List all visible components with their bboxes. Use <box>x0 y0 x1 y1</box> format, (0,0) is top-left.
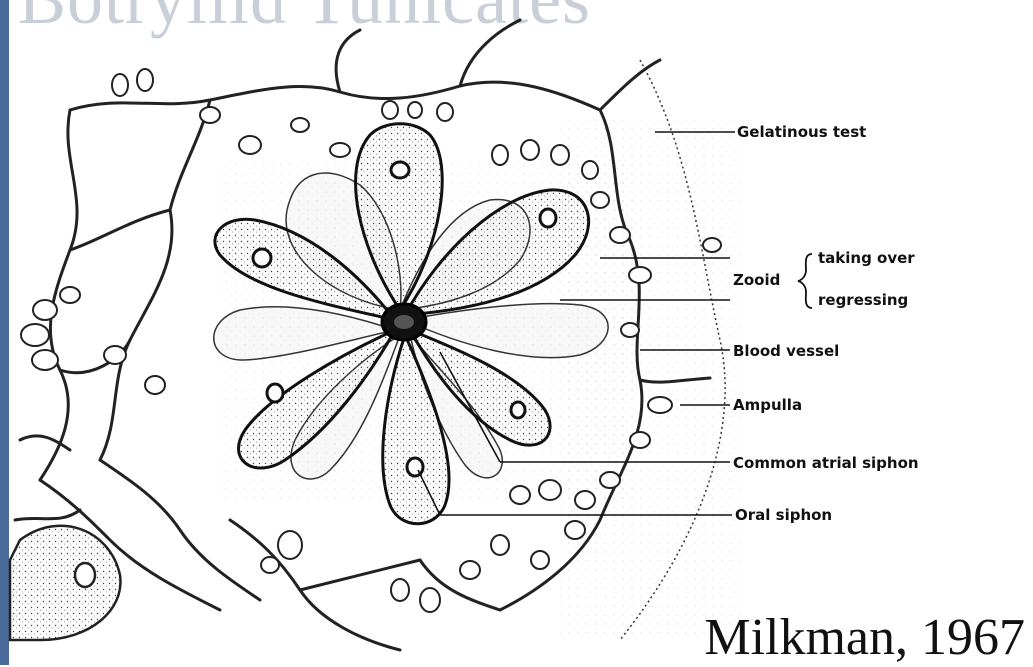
figure-credit: Milkman, 1967 <box>704 608 1025 667</box>
zooid-brace <box>798 254 812 308</box>
label-zooid-regressing: regressing <box>818 291 908 309</box>
label-ampulla: Ampulla <box>733 396 802 414</box>
label-zooid: Zooid <box>733 271 780 289</box>
label-zooid-taking-over: taking over <box>818 249 915 267</box>
label-gelatinous-test: Gelatinous test <box>737 123 866 141</box>
label-oral-siphon: Oral siphon <box>735 506 832 524</box>
label-blood-vessel: Blood vessel <box>733 342 839 360</box>
partial-zooid-lower-left <box>10 526 120 640</box>
label-common-atrial-siphon: Common atrial siphon <box>733 454 919 472</box>
